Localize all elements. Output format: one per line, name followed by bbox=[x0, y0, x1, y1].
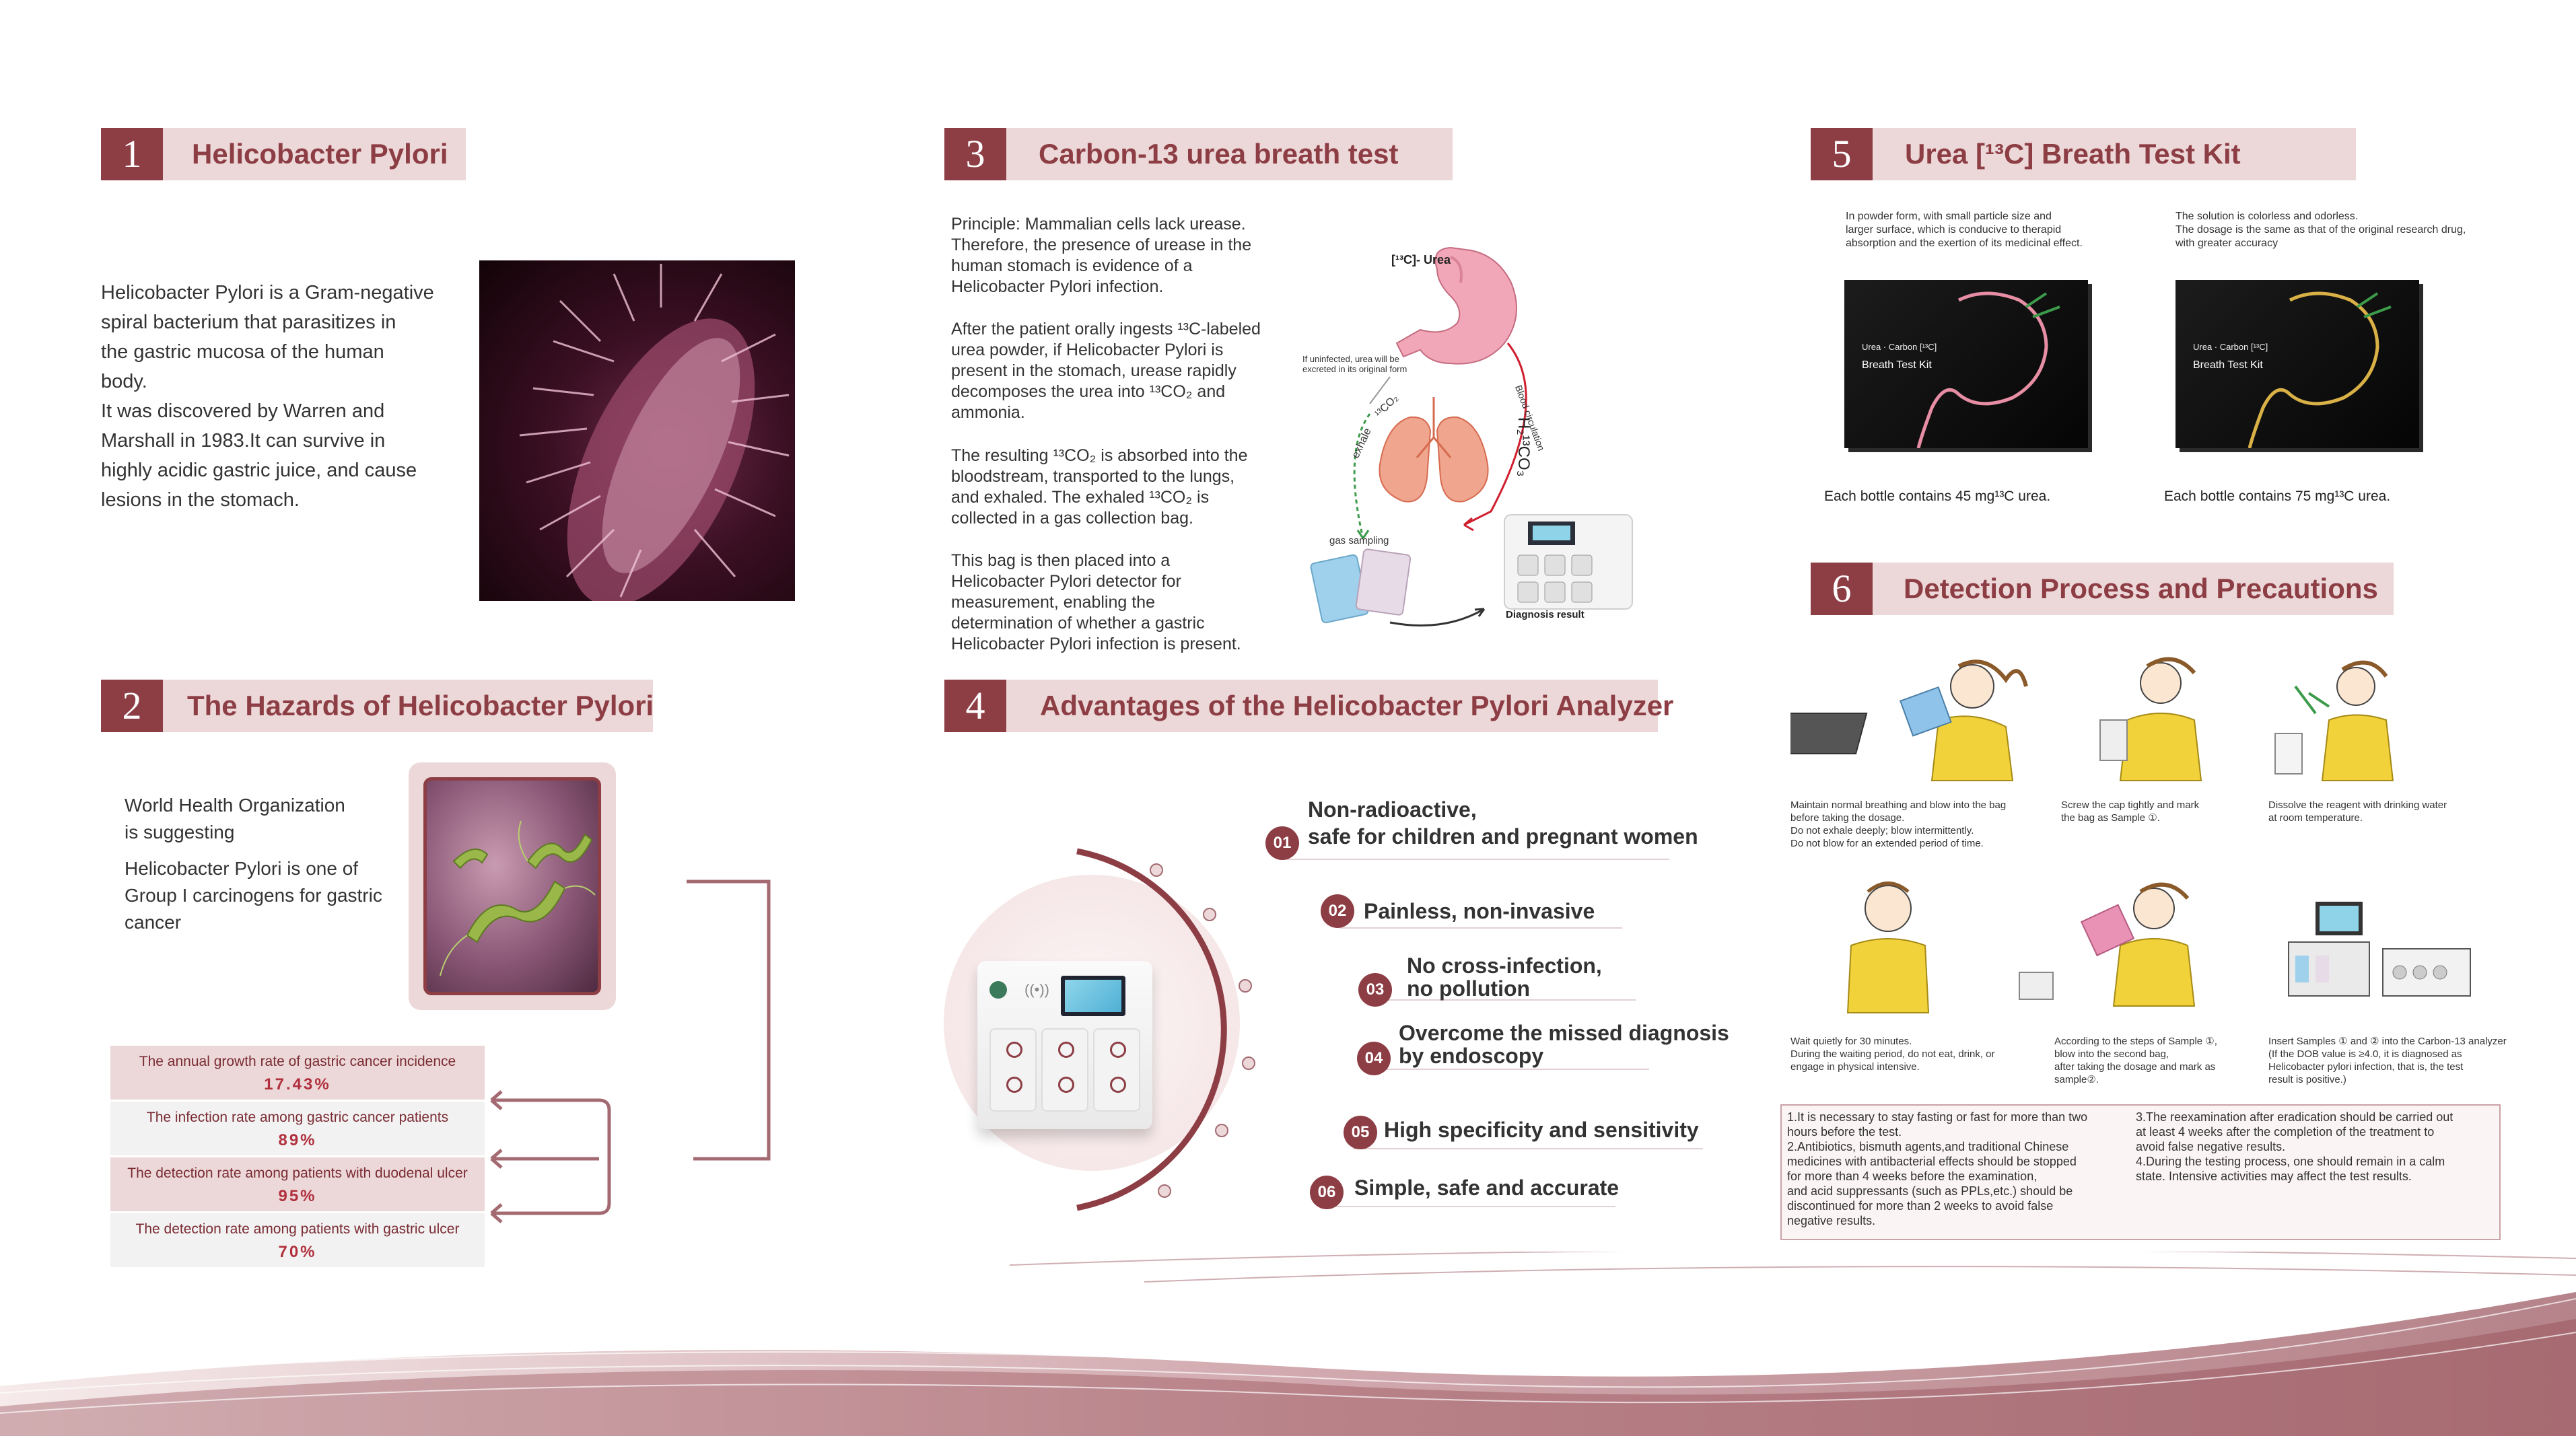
kit-left-notes: In powder form, with small particle size… bbox=[1846, 211, 2083, 249]
section-3-title: Carbon-13 urea breath test bbox=[1039, 138, 1399, 170]
section-2-number: 2 bbox=[101, 680, 163, 732]
advantage-03: No cross-infection, no pollution bbox=[1407, 954, 1602, 1001]
step-caption-5: According to the steps of Sample ①, blow… bbox=[2054, 1036, 2217, 1085]
section-1-number: 1 bbox=[101, 128, 163, 180]
step-illustration bbox=[2087, 646, 2221, 794]
section-5-number: 5 bbox=[1811, 128, 1873, 180]
advantage-divider bbox=[1339, 927, 1622, 929]
analyzer-device: ((•)) bbox=[977, 961, 1152, 1129]
s3-absorption: The resulting ¹³CO₂ is absorbed into the… bbox=[951, 446, 1248, 528]
breath-test-diagram: [¹³C]- Urea If uninfected, urea will be … bbox=[1296, 242, 1656, 639]
who-statement: World Health Organization is suggesting bbox=[125, 795, 345, 842]
step-illustration bbox=[2013, 871, 2215, 1019]
advantage-badge-06: 06 bbox=[1310, 1176, 1344, 1209]
step-caption-6: Insert Samples ① and ② into the Carbon-1… bbox=[2268, 1036, 2507, 1085]
precautions-box: 1.It is necessary to stay fasting or fas… bbox=[1780, 1104, 2501, 1240]
step-illustration bbox=[2275, 895, 2477, 1016]
hazard-connector-lines bbox=[490, 879, 771, 1223]
kit-box-45mg: Urea · Carbon [¹³C] Breath Test Kit bbox=[1844, 280, 2088, 448]
analyzer-logo bbox=[989, 981, 1007, 999]
step-caption-4: Wait quietly for 30 minutes. During the … bbox=[1790, 1036, 1995, 1073]
step-caption-2: Screw the cap tightly and mark the bag a… bbox=[2061, 799, 2200, 824]
section-4-number: 4 bbox=[944, 680, 1006, 732]
section-6-title: Detection Process and Precautions bbox=[1904, 573, 2378, 604]
analyzer-screen bbox=[1061, 976, 1125, 1016]
stat-row: The annual growth rate of gastric cancer… bbox=[110, 1046, 485, 1100]
kit-right-notes: The solution is colorless and odorless. … bbox=[2175, 211, 2466, 249]
advantage-badge-05: 05 bbox=[1344, 1116, 1377, 1149]
uninfected-note: If uninfected, urea will be excreted in … bbox=[1302, 354, 1407, 374]
advantage-divider bbox=[1373, 999, 1636, 1001]
step-illustration bbox=[1774, 646, 2046, 794]
advantage-02: Painless, non-invasive bbox=[1364, 899, 1595, 923]
gas-sampling-label: gas sampling bbox=[1329, 535, 1389, 546]
section-6-header: 6 Detection Process and Precautions bbox=[1811, 563, 2394, 615]
kit-caption-45mg: Each bottle contains 45 mg¹³C urea. bbox=[1824, 489, 2051, 504]
step-illustration bbox=[1838, 871, 1939, 1019]
advantage-divider bbox=[1319, 1206, 1615, 1207]
section-5-title: Urea [¹³C] Breath Test Kit bbox=[1905, 138, 2241, 170]
precautions-right: 3.The reexamination after eradication sh… bbox=[2136, 1110, 2453, 1183]
s3-detection: This bag is then placed into a Helicobac… bbox=[951, 551, 1241, 653]
advantage-divider bbox=[1373, 1069, 1649, 1070]
kit-box-75mg: Urea · Carbon [¹³C] Breath Test Kit bbox=[2175, 280, 2419, 448]
bacteria-image bbox=[423, 777, 601, 995]
kit-small-label: Urea · Carbon [¹³C] bbox=[1862, 342, 1937, 352]
urea-label: [¹³C]- Urea bbox=[1391, 253, 1451, 266]
kit-name-label: Breath Test Kit bbox=[1862, 359, 1932, 371]
bacteria-image-frame bbox=[409, 762, 616, 1010]
step-caption-3: Dissolve the reagent with drinking water… bbox=[2268, 799, 2447, 824]
stomach-illustration bbox=[1395, 246, 1517, 365]
precautions-left: 1.It is necessary to stay fasting or fas… bbox=[1787, 1110, 2088, 1227]
step-illustration bbox=[2268, 653, 2403, 794]
bacterium-microscope-image bbox=[479, 260, 795, 601]
diagnosis-result-label: Diagnosis result bbox=[1506, 609, 1585, 620]
stat-row: The infection rate among gastric cancer … bbox=[110, 1102, 485, 1155]
carcinogen-statement: Helicobacter Pylori is one of Group I ca… bbox=[125, 858, 382, 933]
advantage-06: Simple, safe and accurate bbox=[1354, 1176, 1620, 1200]
section-5-header: 5 Urea [¹³C] Breath Test Kit bbox=[1811, 128, 2356, 180]
advantages-arc bbox=[1076, 848, 1255, 1211]
section-3-number: 3 bbox=[944, 128, 1006, 180]
section-4-title: Advantages of the Helicobacter Pylori An… bbox=[1040, 690, 1674, 721]
kit-small-label: Urea · Carbon [¹³C] bbox=[2193, 342, 2268, 352]
decorative-waves bbox=[0, 1252, 2576, 1436]
step-caption-1: Maintain normal breathing and blow into … bbox=[1790, 799, 2007, 849]
section-2-header: 2 The Hazards of Helicobacter Pylori bbox=[101, 680, 654, 732]
section-2-title: The Hazards of Helicobacter Pylori bbox=[187, 690, 654, 721]
s3-ingestion: After the patient orally ingests ¹³C-lab… bbox=[951, 320, 1261, 422]
advantage-01: Non-radioactive, safe for children and p… bbox=[1308, 797, 1698, 849]
advantage-divider bbox=[1353, 1148, 1703, 1149]
advantage-badge-02: 02 bbox=[1321, 894, 1354, 928]
advantage-badge-03: 03 bbox=[1358, 973, 1392, 1007]
s3-principle: Principle: Mammalian cells lack urease. … bbox=[951, 215, 1252, 296]
kit-caption-75mg: Each bottle contains 75 mg¹³C urea. bbox=[2164, 489, 2391, 504]
advantage-04: Overcome the missed diagnosis by endosco… bbox=[1399, 1021, 1729, 1068]
advantage-divider bbox=[1279, 859, 1669, 860]
lungs-illustration bbox=[1379, 416, 1432, 503]
gas-bag-pink bbox=[1355, 548, 1412, 616]
stat-row: The detection rate among patients with g… bbox=[110, 1213, 485, 1267]
stat-row: The detection rate among patients with d… bbox=[110, 1157, 485, 1211]
wireless-icon: ((•)) bbox=[1024, 981, 1050, 998]
section-3-header: 3 Carbon-13 urea breath test bbox=[944, 128, 1453, 180]
section-4-header: 4 Advantages of the Helicobacter Pylori … bbox=[944, 680, 1673, 732]
advantage-badge-04: 04 bbox=[1357, 1042, 1391, 1075]
section-6-number: 6 bbox=[1811, 563, 1873, 615]
advantage-badge-01: 01 bbox=[1265, 826, 1299, 860]
advantage-05: High specificity and sensitivity bbox=[1384, 1118, 1699, 1142]
section-1-header: 1 Helicobacter Pylori bbox=[101, 128, 466, 180]
kit-name-label: Breath Test Kit bbox=[2193, 359, 2263, 371]
s1-description: Helicobacter Pylori is a Gram-negative s… bbox=[101, 282, 434, 511]
section-1-title: Helicobacter Pylori bbox=[192, 138, 448, 170]
